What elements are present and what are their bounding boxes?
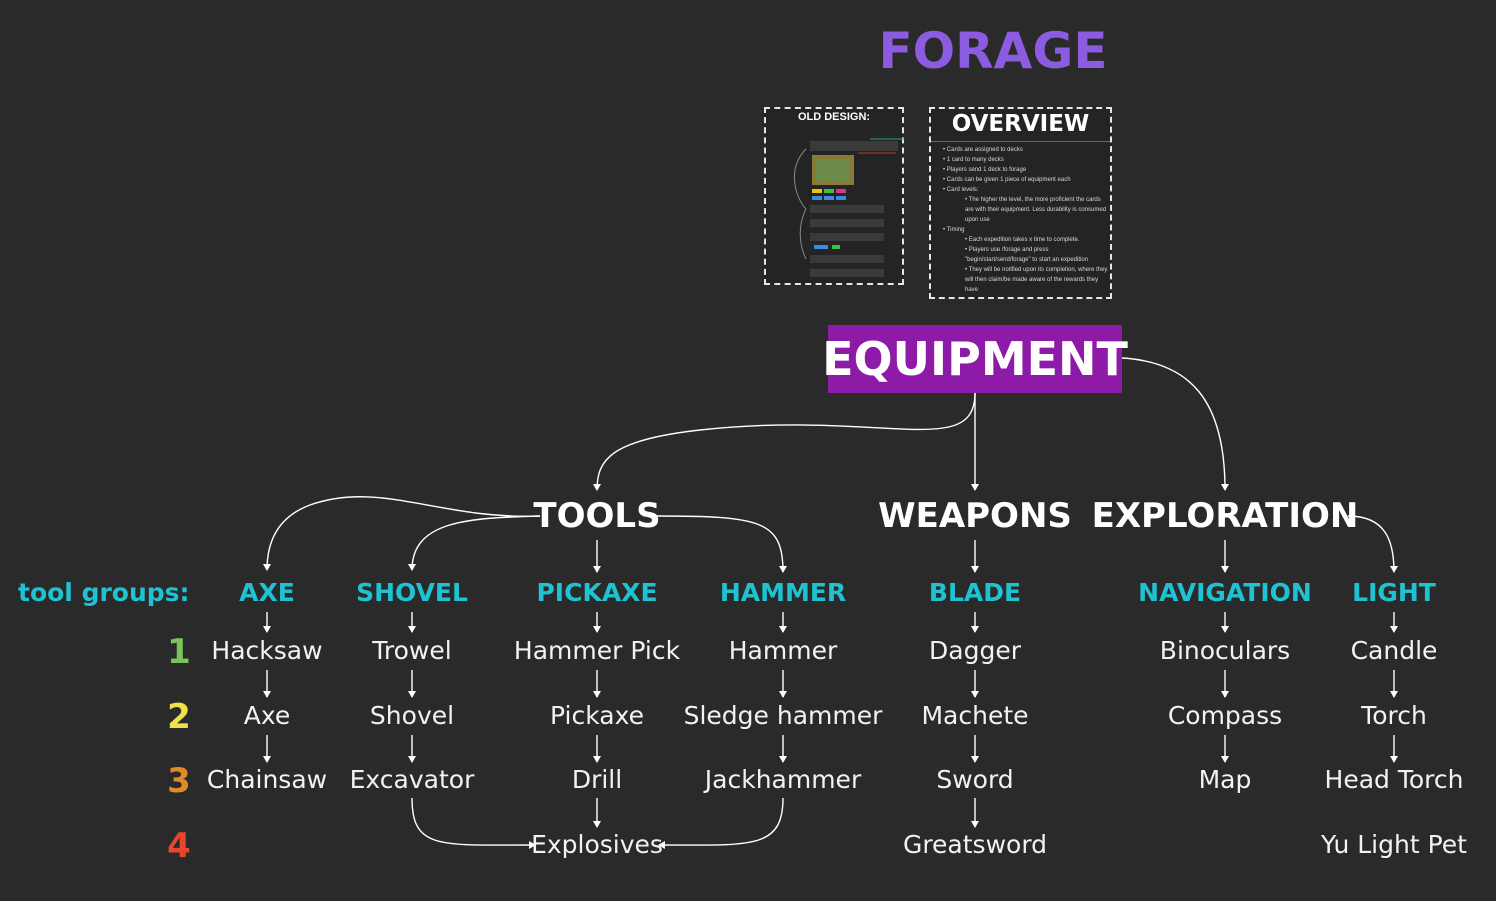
item-hammer-pick: Hammer Pick [513, 636, 681, 665]
group-blade: BLADE [928, 578, 1022, 607]
item-shovel: Shovel [369, 701, 455, 730]
item-compass: Compass [1167, 701, 1283, 730]
old-design-label: OLD DESIGN: [797, 111, 871, 123]
item-machete: Machete [921, 701, 1029, 730]
item-drill: Drill [571, 765, 623, 794]
level-2-label: 2 [167, 697, 191, 737]
overview-bullet: • Cards can be given 1 piece of equipmen… [943, 177, 1071, 183]
level-1-label: 1 [167, 632, 191, 672]
group-navigation: NAVIGATION [1138, 578, 1312, 607]
edge-exploration-light [1347, 515, 1398, 573]
edge-equipment-tools [593, 392, 976, 491]
group-axe: AXE [239, 578, 295, 607]
overview-bullet: • 1 card to many decks [943, 157, 1004, 163]
edge-tools-hammer [654, 515, 787, 573]
group-shovel: SHOVEL [356, 578, 468, 607]
item-explosives: Explosives [531, 830, 663, 859]
item-excavator: Excavator [349, 765, 475, 794]
edge-tools-axe [263, 496, 541, 571]
equipment-root-node: EQUIPMENT [822, 325, 1128, 393]
item-chainsaw: Chainsaw [206, 765, 328, 794]
page-title: FORAGE [878, 22, 1108, 80]
overview-bullet: • Players send 1 deck to forage [943, 167, 1027, 173]
item-sword: Sword [936, 765, 1014, 794]
item-sledge-hammer: Sledge hammer [683, 701, 883, 730]
category-tools: TOOLS [533, 496, 661, 536]
item-greatsword: Greatsword [902, 830, 1048, 859]
item-pickaxe: Pickaxe [550, 701, 644, 730]
group-hammer: HAMMER [719, 578, 847, 607]
edge-tools-shovel [408, 515, 541, 571]
edge-jackhammer-explosives [658, 797, 784, 850]
edge-excavator-explosives [411, 797, 536, 850]
item-torch: Torch [1361, 701, 1427, 730]
overview-bullet-list: • Cards are assigned to decks • 1 card t… [937, 145, 1109, 295]
old-design-thumbnail[interactable]: OLD DESIGN: [764, 107, 904, 285]
overview-divider [931, 141, 1110, 142]
old-design-preview-image [793, 138, 904, 277]
item-hammer: Hammer [728, 636, 838, 665]
level-3-label: 3 [167, 761, 191, 801]
overview-bullet: • Cards are assigned to decks [943, 147, 1023, 153]
tool-groups-label: tool groups: [18, 578, 190, 607]
group-pickaxe: PICKAXE [536, 578, 658, 607]
item-map: Map [1198, 765, 1252, 794]
item-yu-light-pet: Yu Light Pet [1321, 830, 1467, 859]
edge-equipment-exploration [1121, 357, 1229, 491]
item-trowel: Trowel [372, 636, 452, 665]
overview-sub-bullet: • The higher the level, the more profici… [965, 197, 1107, 223]
item-binoculars: Binoculars [1159, 636, 1291, 665]
overview-sub-bullet: • Players use /forage and press "begin/s… [965, 247, 1089, 263]
category-exploration: EXPLORATION [1091, 496, 1359, 536]
group-light: LIGHT [1352, 578, 1436, 607]
level-4-label: 4 [167, 826, 191, 866]
item-head-torch: Head Torch [1324, 765, 1464, 794]
overview-bullet: • Card levels: [943, 187, 979, 193]
item-jackhammer: Jackhammer [704, 765, 862, 794]
category-weapons: WEAPONS [878, 496, 1072, 536]
item-axe: Axe [243, 701, 291, 730]
overview-sub-bullet: • They will be notified upon its complet… [965, 267, 1108, 293]
item-candle: Candle [1350, 636, 1438, 665]
item-hacksaw: Hacksaw [211, 636, 323, 665]
overview-sub-bullet: • Each expedition takes x time to comple… [965, 237, 1080, 243]
overview-panel[interactable]: OVERVIEW • Cards are assigned to decks •… [929, 107, 1112, 299]
overview-bullet: • Timing [943, 227, 965, 233]
overview-title: OVERVIEW [951, 111, 1090, 137]
item-dagger: Dagger [929, 636, 1021, 665]
